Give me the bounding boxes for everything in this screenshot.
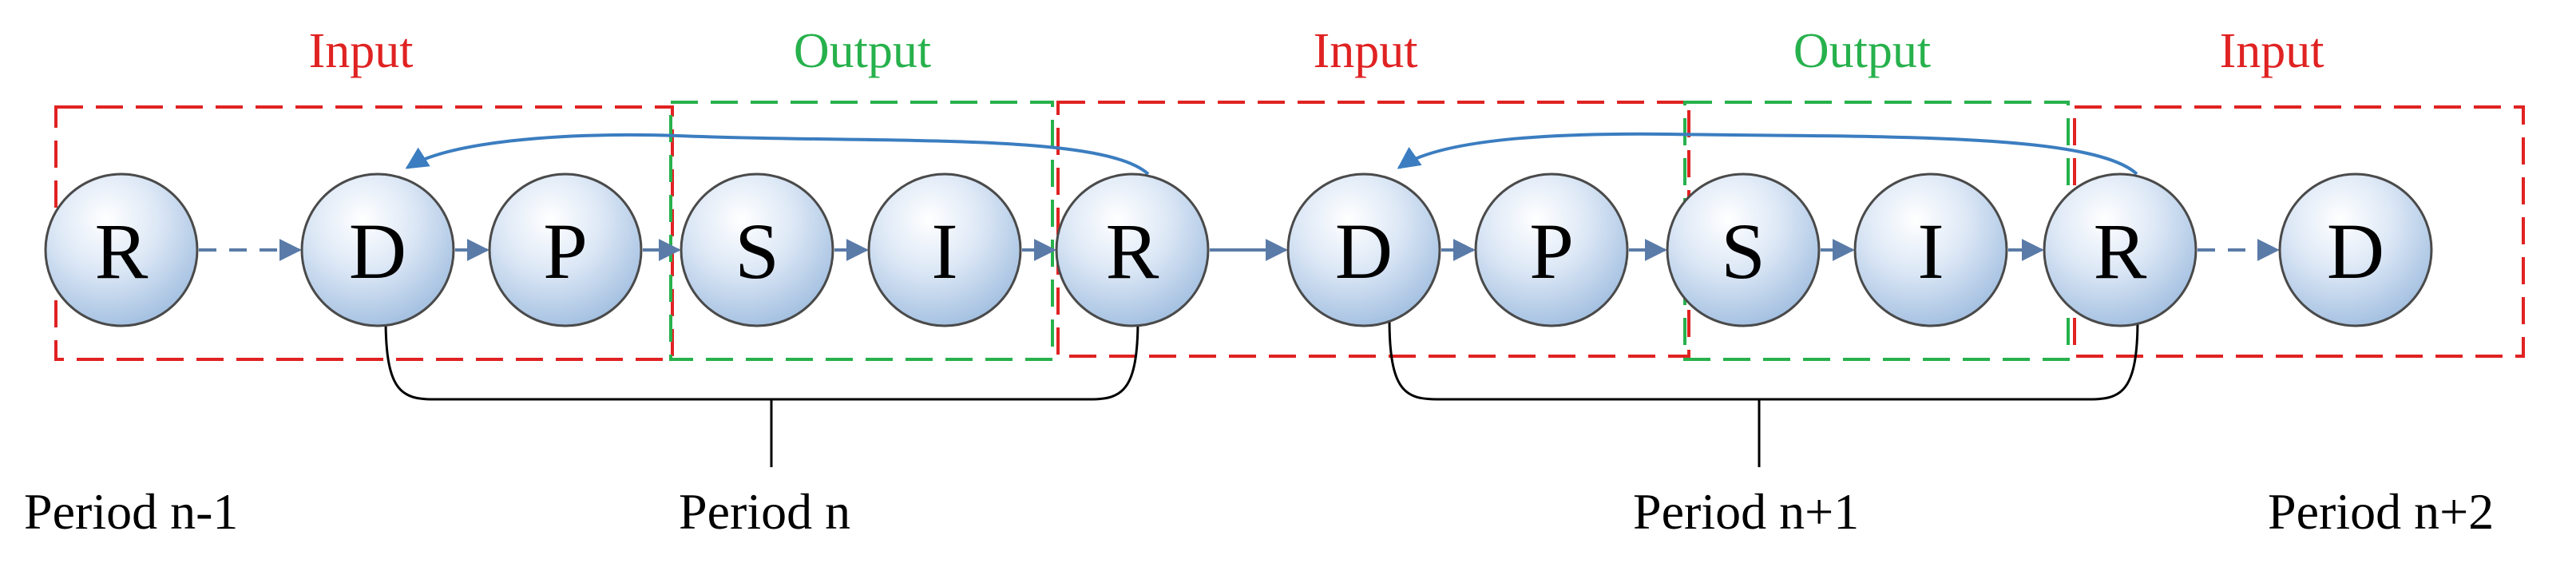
node-circle-r0 (44, 172, 199, 327)
node-circle-s1 (680, 172, 834, 327)
node-label-s1: S (735, 207, 779, 295)
node-label-p1: P (543, 207, 588, 295)
period-bracket-2 (1388, 319, 2139, 467)
node-r1: R (1055, 172, 1210, 327)
group-labels: Input Output Input Output Input (309, 24, 2324, 78)
period-brackets (384, 319, 2139, 467)
node-circle-r1 (1055, 172, 1210, 327)
feedback-arrow-r1-to-d1 (405, 133, 1150, 176)
node-circle-s2 (1666, 172, 1821, 327)
node-p1: P (488, 172, 643, 327)
node-s2: S (1666, 172, 1821, 327)
node-i1: I (867, 172, 1022, 327)
node-circle-r2 (2043, 172, 2198, 327)
node-i2: I (1853, 172, 2008, 327)
node-d2: D (1286, 172, 1441, 327)
node-r2: R (2043, 172, 2198, 327)
period-label-4: Period n+2 (2268, 483, 2494, 540)
feedback-arrow-r2-to-d2 (1397, 132, 2138, 176)
node-label-r2: R (2094, 207, 2147, 295)
period-label-2: Period n (679, 483, 850, 540)
node-label-d1: D (349, 207, 406, 295)
node-label-r0: R (95, 207, 149, 295)
node-s1: S (680, 172, 834, 327)
input-group-label-1: Input (309, 24, 414, 78)
node-circle-i1 (867, 172, 1022, 327)
node-circle-d1 (300, 172, 455, 327)
output-group-label-2: Output (794, 24, 931, 78)
node-circle-d3 (2278, 172, 2433, 327)
node-label-d3: D (2327, 207, 2384, 295)
input-group-box-5 (2073, 105, 2525, 358)
input-group-label-5: Input (2220, 24, 2324, 78)
node-d3: D (2278, 172, 2433, 327)
period-labels: Period n-1 Period n Period n+1 Period n+2 (24, 483, 2494, 540)
node-circle-d2 (1286, 172, 1441, 327)
node-label-s2: S (1721, 207, 1766, 295)
node-circle-p2 (1474, 172, 1629, 327)
node-label-d2: D (1335, 207, 1393, 295)
output-group-label-4: Output (1793, 24, 1931, 78)
node-r0: R (44, 172, 199, 327)
feedback-arrows (405, 132, 2138, 176)
input-group-label-3: Input (1314, 24, 1418, 78)
input-group-box-3 (1056, 101, 1690, 358)
node-label-i1: I (931, 207, 957, 295)
node-d1: D (300, 172, 455, 327)
node-circle-p1 (488, 172, 643, 327)
node-label-r1: R (1106, 207, 1159, 295)
node-label-p2: P (1529, 207, 1574, 295)
period-label-3: Period n+1 (1633, 483, 1859, 540)
period-bracket-1 (384, 319, 1139, 467)
node-label-i2: I (1917, 207, 1944, 295)
period-label-1: Period n-1 (24, 483, 238, 540)
node-p2: P (1474, 172, 1629, 327)
node-circle-i2 (1853, 172, 2008, 327)
